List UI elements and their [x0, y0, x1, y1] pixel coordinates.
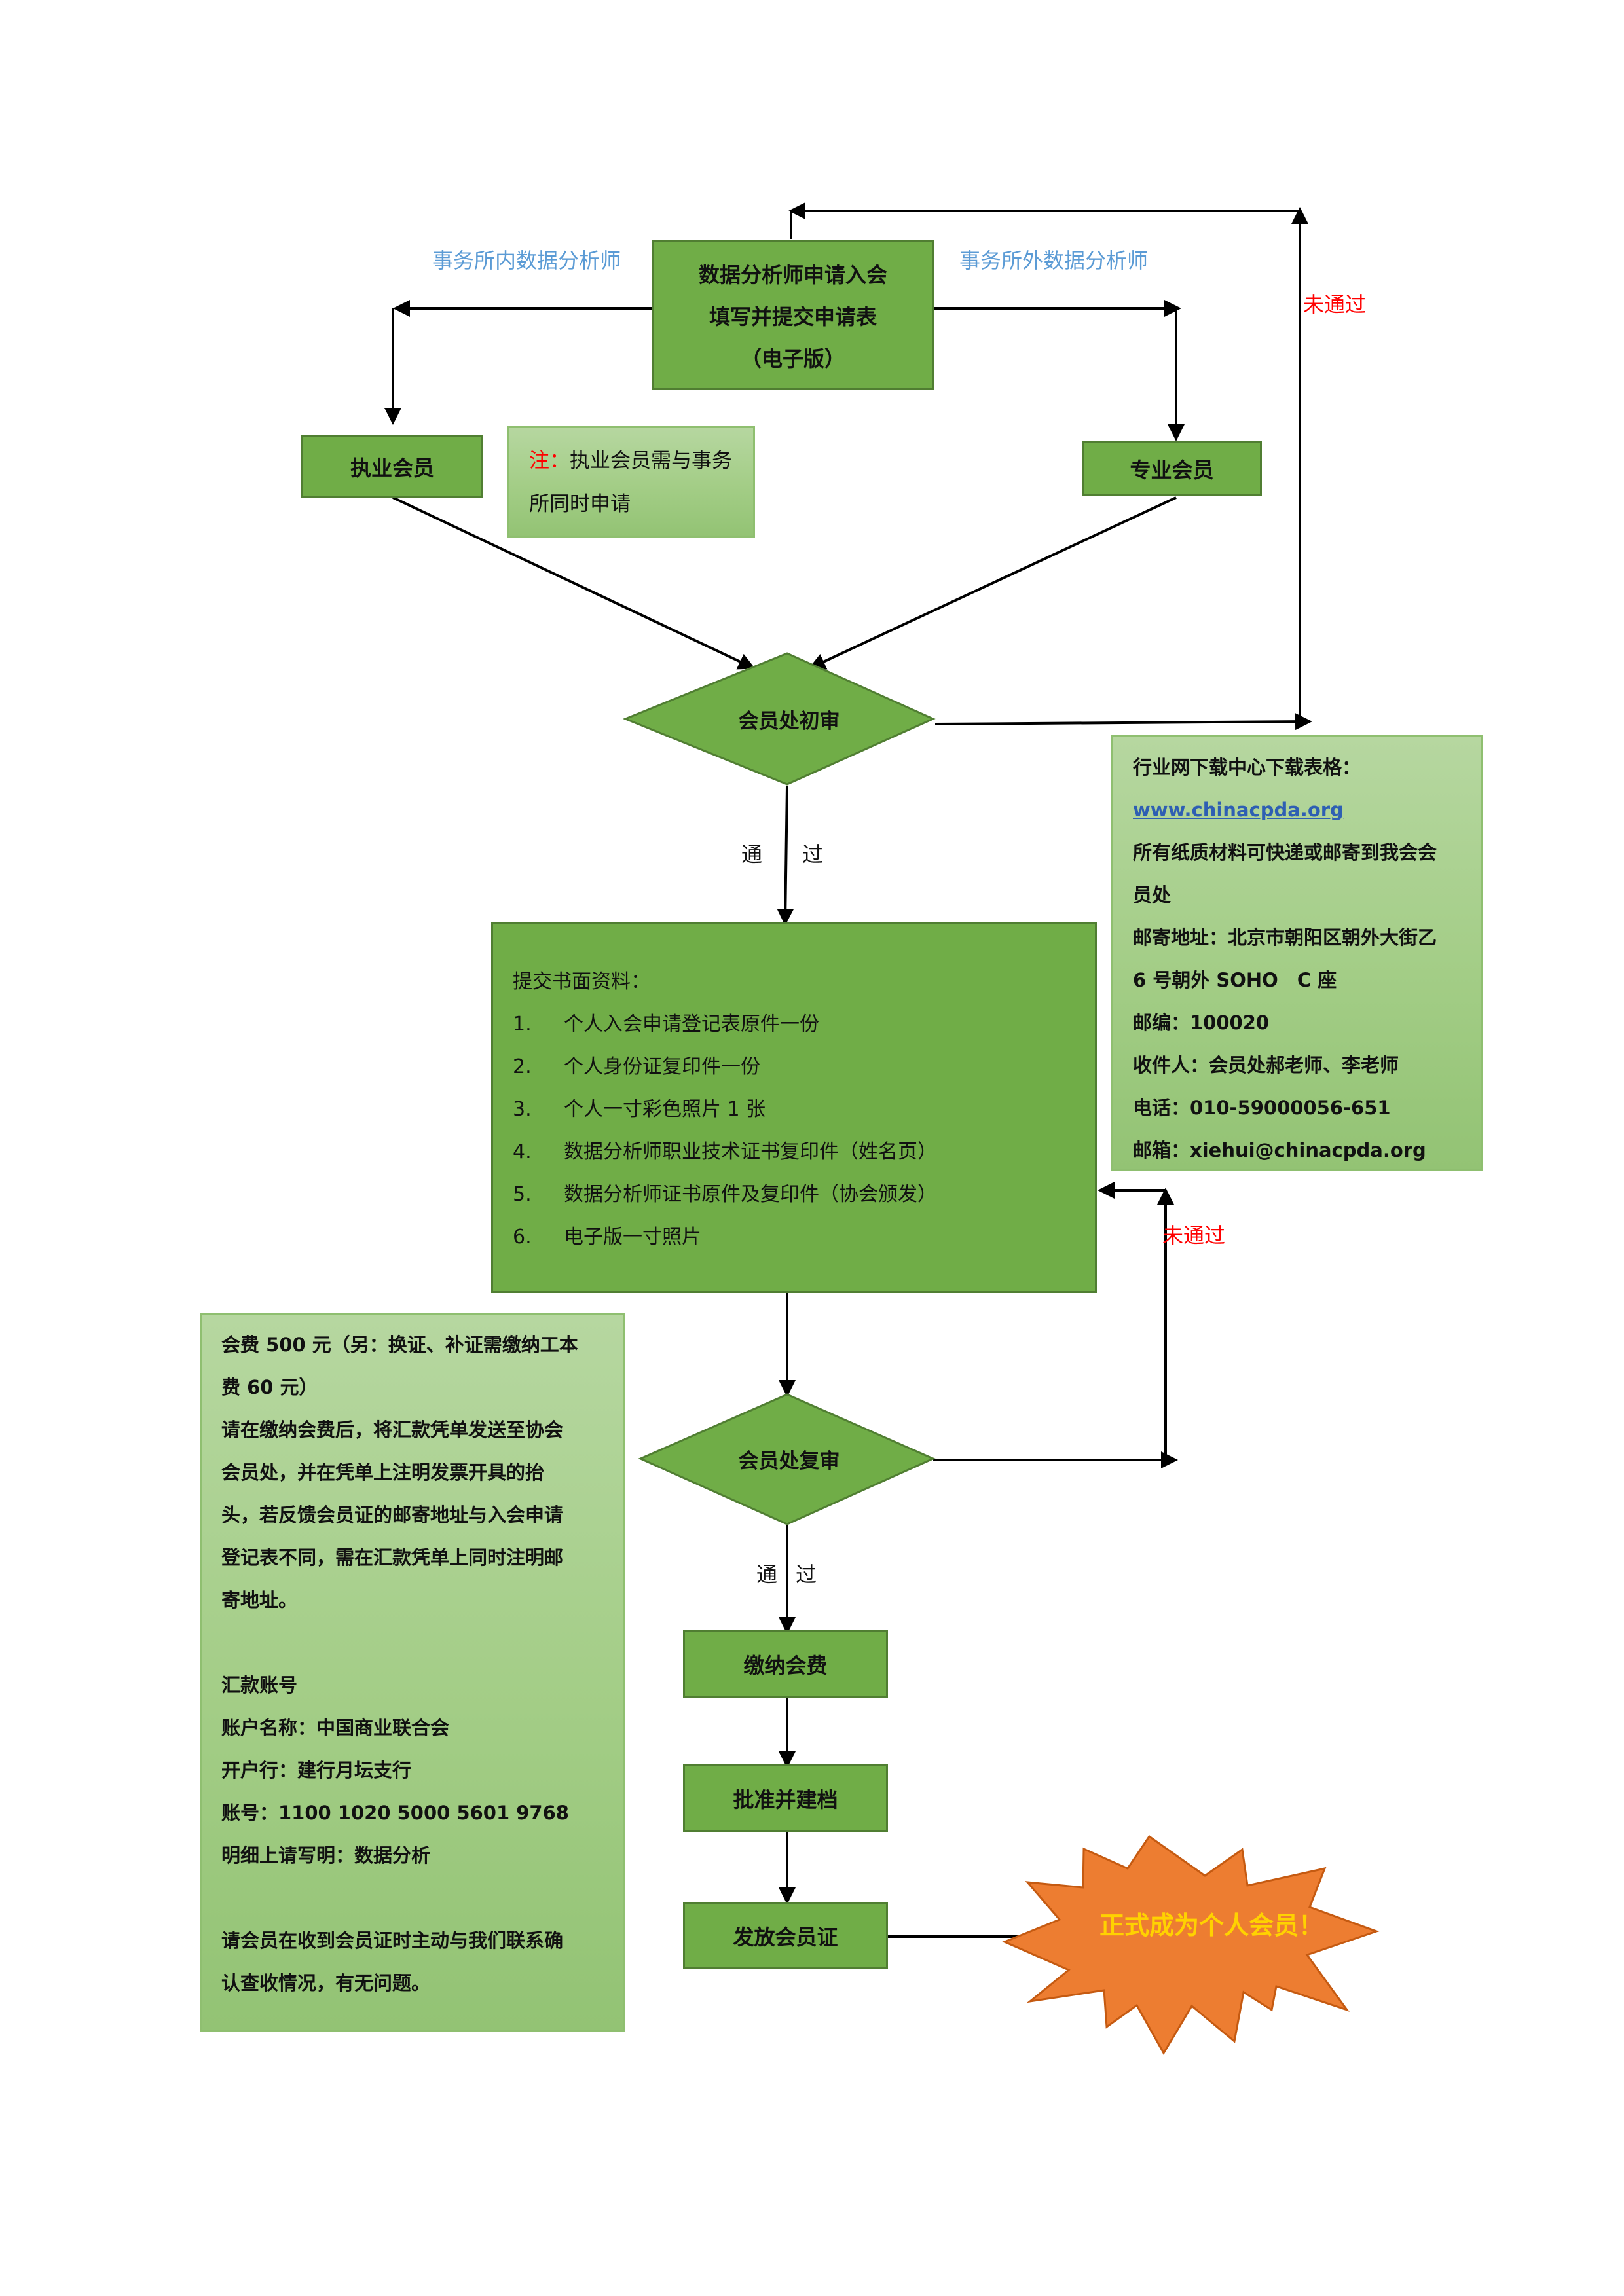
item-text: 个人身份证复印件一份: [564, 1055, 760, 1078]
fee-info-panel: 会费 500 元（另：换证、补证需缴纳工本 费 60 元） 请在缴纳会费后，将汇…: [200, 1313, 625, 2032]
apply-box: 数据分析师申请入会 填写并提交申请表 （电子版）: [652, 240, 934, 390]
pass-label-1a: 通: [741, 842, 763, 867]
professional-member-box: 专业会员: [1082, 441, 1262, 496]
material-item: 6. 电子版一寸照片: [513, 1216, 1075, 1258]
item-number: 3.: [513, 1098, 532, 1121]
issue-card-box: 发放会员证: [683, 1902, 888, 1969]
inside-analyst-label: 事务所内数据分析师: [432, 248, 621, 273]
account-heading: 汇款账号: [221, 1674, 298, 1696]
phone: 电话：010-59000056-651: [1133, 1097, 1391, 1119]
bank-branch: 开户行：建行月坛支行: [221, 1759, 412, 1781]
postcode: 邮编：100020: [1133, 1011, 1270, 1034]
email: 邮箱：xiehui@chinacpda.org: [1133, 1139, 1426, 1161]
fee-line-3: 请在缴纳会费后，将汇款凭单发送至协会: [221, 1419, 564, 1441]
second-review-diamond: [638, 1393, 936, 1525]
item-text: 电子版一寸照片: [564, 1226, 701, 1248]
fail-loop-horizontal: [934, 713, 1312, 731]
approve-box: 批准并建档: [683, 1764, 888, 1832]
arrow-professional-review: [808, 496, 1177, 670]
note-text-1: 执业会员需与事务: [570, 449, 732, 473]
initial-review-label: 会员处初审: [738, 709, 840, 733]
apply-line-1: 数据分析师申请入会: [698, 263, 887, 287]
item-text: 数据分析师职业技术证书复印件（姓名页）: [564, 1140, 937, 1163]
contact-line-1: 请会员在收到会员证时主动与我们联系确: [221, 1929, 564, 1952]
item-text: 个人入会申请登记表原件一份: [564, 1013, 819, 1036]
practicing-member-box: 执业会员: [301, 435, 483, 498]
item-number: 6.: [513, 1226, 532, 1248]
arrow-review-materials: [777, 785, 794, 926]
result-starburst: [1002, 1834, 1380, 2055]
arrow-practicing-review: [392, 496, 756, 670]
fee-line-6: 登记表不同，需在汇款凭单上同时注明邮: [221, 1546, 564, 1569]
download-line-1: 行业网下载中心下载表格：: [1133, 756, 1361, 778]
fail-label-materials: 未通过: [1162, 1223, 1226, 1248]
fee-line-2: 费 60 元）: [221, 1376, 318, 1398]
download-info-panel: 行业网下载中心下载表格： www.chinacpda.org 所有纸质材料可快递…: [1111, 735, 1483, 1171]
pass-label-2b: 过: [796, 1562, 817, 1587]
note-text-2: 所同时申请: [529, 492, 631, 516]
download-line-4: 员处: [1133, 884, 1172, 906]
outside-analyst-label: 事务所外数据分析师: [959, 248, 1149, 273]
item-text: 数据分析师证书原件及复印件（协会颁发）: [564, 1183, 937, 1206]
fee-line-5: 头，若反馈会员证的邮寄地址与入会申请: [221, 1504, 564, 1526]
fee-line-1: 会费 500 元（另：换证、补证需缴纳工本: [221, 1334, 578, 1356]
contact-line-2: 认查收情况，有无问题。: [221, 1972, 431, 1994]
result-text: 正式成为个人会员！: [1099, 1911, 1323, 1940]
initial-review-diamond: [623, 652, 936, 786]
note-prefix: 注：: [529, 449, 570, 473]
mail-address-line-1: 邮寄地址：北京市朝阳区朝外大街乙: [1133, 926, 1437, 949]
website-link[interactable]: www.chinacpda.org: [1133, 799, 1344, 821]
material-item: 2. 个人身份证复印件一份: [513, 1046, 1075, 1088]
item-text: 个人一寸彩色照片 1 张: [564, 1098, 766, 1121]
second-review-label: 会员处复审: [738, 1449, 840, 1473]
materials-title: 提交书面资料：: [513, 970, 650, 993]
pass-label-1b: 过: [802, 842, 824, 867]
material-item: 1. 个人入会申请登记表原件一份: [513, 1003, 1075, 1046]
material-item: 4. 数据分析师职业技术证书复印件（姓名页）: [513, 1131, 1075, 1173]
item-number: 4.: [513, 1140, 532, 1163]
material-item: 3. 个人一寸彩色照片 1 张: [513, 1088, 1075, 1131]
account-name: 账户名称：中国商业联合会: [221, 1717, 450, 1739]
recipient: 收件人：会员处郝老师、李老师: [1133, 1054, 1399, 1076]
account-number: 账号：1100 1020 5000 5601 9768: [221, 1802, 569, 1824]
item-number: 5.: [513, 1183, 532, 1206]
fee-gap-2: [221, 1877, 604, 1920]
apply-line-3: （电子版）: [740, 346, 845, 371]
fee-gap-1: [221, 1622, 604, 1664]
mail-address-line-2: 6 号朝外 SOHO C 座: [1133, 969, 1337, 991]
item-number: 2.: [513, 1055, 532, 1078]
material-item: 5. 数据分析师证书原件及复印件（协会颁发）: [513, 1173, 1075, 1216]
fail-label-top: 未通过: [1303, 292, 1367, 317]
remark: 明细上请写明：数据分析: [221, 1844, 431, 1867]
pay-fee-box: 缴纳会费: [683, 1630, 888, 1698]
apply-line-2: 填写并提交申请表: [709, 304, 877, 329]
pass-label-2a: 通: [756, 1562, 778, 1587]
note-box: 注：执业会员需与事务 所同时申请: [507, 426, 755, 538]
item-number: 1.: [513, 1013, 532, 1036]
fee-line-7: 寄地址。: [221, 1589, 298, 1611]
fee-line-4: 会员处，并在凭单上注明发票开具的抬: [221, 1461, 545, 1484]
materials-box: 提交书面资料： 1. 个人入会申请登记表原件一份 2. 个人身份证复印件一份 3. 个…: [491, 922, 1097, 1293]
download-line-3: 所有纸质材料可快递或邮寄到我会会: [1133, 841, 1437, 864]
